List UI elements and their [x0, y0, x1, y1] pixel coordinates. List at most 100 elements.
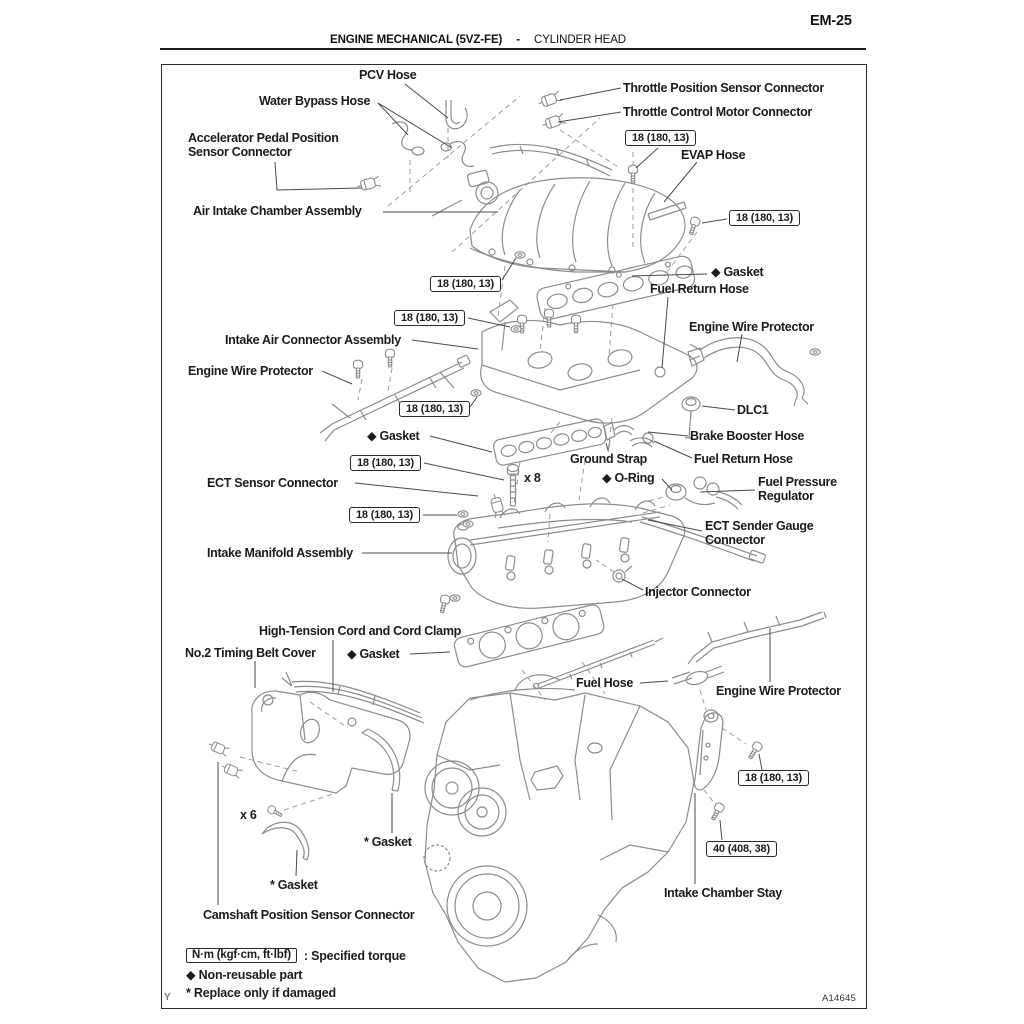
torque-spec-box: 18 (180, 13) — [729, 210, 800, 226]
label-no2-timing-belt-cover: No.2 Timing Belt Cover — [185, 646, 316, 660]
header-section: ENGINE MECHANICAL (5VZ-FE) — [330, 34, 503, 46]
accelerator-pedal-position-sensor-connector-drawing — [355, 175, 382, 193]
pcv-hose-drawing — [445, 100, 468, 130]
label-fuel-return-hose: Fuel Return Hose — [694, 452, 793, 466]
fuel-hose-drawing — [671, 665, 725, 686]
fuel-pressure-regulator-drawing — [665, 476, 743, 510]
nut-icon — [457, 510, 469, 518]
bolt-icon — [745, 739, 764, 762]
torque-spec-box: 18 (180, 13) — [394, 310, 465, 326]
label-intake-chamber-stay: Intake Chamber Stay — [664, 886, 782, 900]
label-ect-sender-gauge-connector: ECT Sender Gauge Connector — [705, 519, 814, 547]
label-gasket-replaceable: * Gasket — [364, 835, 412, 849]
label-dlc1: DLC1 — [737, 403, 769, 417]
throttle-control-motor-connector-drawing — [540, 112, 567, 131]
bolt-icon — [352, 359, 364, 379]
label-engine-wire-protector: Engine Wire Protector — [689, 320, 814, 334]
fuel-return-hose-clamp-drawing — [654, 366, 666, 378]
label-intake-manifold-assembly: Intake Manifold Assembly — [207, 546, 353, 560]
header-subsection: CYLINDER HEAD — [533, 34, 626, 46]
legend: N·m (kgf·cm, ft·lbf) : Specified torque … — [186, 948, 406, 1000]
label-accelerator-pedal-position-sensor-connector: Accelerator Pedal Position Sensor Connec… — [188, 131, 339, 159]
ect-sender-gauge-wire-drawing — [639, 516, 766, 564]
bent-hose-gasket-drawing — [261, 821, 310, 861]
intake-air-connector-drawing — [480, 299, 705, 424]
label-x6-count: x 6 — [240, 808, 257, 822]
label-injector-connector: Injector Connector — [645, 585, 751, 599]
torque-unit-box: N·m (kgf·cm, ft·lbf) — [186, 948, 297, 963]
bolt-icon — [686, 215, 702, 237]
label-throttle-position-sensor-connector: Throttle Position Sensor Connector — [623, 81, 824, 95]
injector-connector-drawing — [612, 565, 633, 583]
legend-non-reusable: ◆ Non-reusable part — [186, 968, 303, 982]
intake-manifold-drawing — [447, 497, 686, 609]
torque-spec-box: 40 (408, 38) — [706, 841, 777, 857]
bolt-icon — [543, 308, 555, 328]
torque-spec-box: 18 (180, 13) — [738, 770, 809, 786]
intake-chamber-stay-drawing — [693, 709, 724, 791]
nut-icon — [514, 251, 526, 259]
long-bolt-drawing — [506, 463, 520, 507]
label-brake-booster-hose: Brake Booster Hose — [690, 429, 805, 443]
torque-spec-box: 18 (180, 13) — [350, 455, 421, 471]
air-intake-chamber-drawing — [431, 143, 686, 274]
throttle-position-sensor-connector-drawing — [536, 90, 563, 110]
torque-spec-box: 18 (180, 13) — [399, 401, 470, 417]
dlc1-drawing — [681, 396, 701, 439]
nut-icon — [470, 389, 482, 397]
torque-spec-box: 18 (180, 13) — [349, 507, 420, 523]
fuel-return-hose-clamp-drawing — [642, 432, 654, 444]
label-gasket: ◆ Gasket — [367, 429, 420, 443]
bolt-icon — [384, 348, 396, 368]
cover-gasket-strip-drawing — [361, 728, 401, 792]
bolt-icon — [708, 801, 726, 823]
label-ect-sensor-connector: ECT Sensor Connector — [207, 476, 338, 490]
evap-hose-drawing — [647, 201, 687, 221]
water-bypass-hose-drawing — [391, 121, 475, 167]
brake-booster-hose-drawing — [613, 424, 655, 448]
intake-chamber-gasket-drawing — [536, 255, 696, 320]
page-code: EM-25 — [810, 13, 852, 29]
bolt-icon — [436, 593, 452, 615]
high-tension-cord-drawing — [281, 671, 425, 724]
bolt-icon — [570, 314, 582, 334]
cylinder-head-gasket-drawing — [453, 604, 605, 668]
label-gasket: ◆ Gasket — [711, 265, 764, 279]
nut-icon — [809, 348, 821, 356]
legend-replace-if-damaged: * Replace only if damaged — [186, 986, 336, 1000]
label-camshaft-position-sensor-connector: Camshaft Position Sensor Connector — [203, 908, 415, 922]
label-o-ring: ◆ O-Ring — [602, 471, 655, 485]
label-evap-hose: EVAP Hose — [681, 148, 746, 162]
label-pcv-hose: PCV Hose — [359, 68, 417, 82]
label-fuel-return-hose: Fuel Return Hose — [650, 282, 749, 296]
nut-icon — [449, 594, 461, 602]
header-separator: - — [516, 34, 520, 46]
nut-icon — [462, 520, 474, 528]
intake-manifold-gasket-drawing — [493, 418, 607, 466]
camshaft-position-sensor-connector-drawing — [206, 739, 231, 758]
label-fuel-pressure-regulator: Fuel Pressure Regulator — [758, 475, 837, 503]
torque-spec-box: 18 (180, 13) — [625, 130, 696, 146]
label-gasket: ◆ Gasket — [347, 647, 400, 661]
torque-unit-description: : Specified torque — [303, 948, 406, 963]
label-water-bypass-hose: Water Bypass Hose — [259, 94, 371, 108]
figure-id: A14645 — [822, 993, 856, 1004]
label-throttle-control-motor-connector: Throttle Control Motor Connector — [623, 105, 812, 119]
label-engine-wire-protector: Engine Wire Protector — [188, 364, 313, 378]
page-header: ENGINE MECHANICAL (5VZ-FE) - CYLINDER HEAD — [330, 34, 626, 46]
timing-belt-cover-drawing — [251, 690, 411, 794]
label-intake-air-connector-assembly: Intake Air Connector Assembly — [225, 333, 401, 347]
label-gasket-replaceable: * Gasket — [270, 878, 318, 892]
engine-block-drawing — [423, 674, 695, 983]
bolt-icon — [266, 804, 284, 820]
nut-icon — [510, 325, 522, 333]
torque-spec-box: 18 (180, 13) — [430, 276, 501, 292]
label-x8-count: x 8 — [524, 471, 541, 485]
camshaft-position-sensor-connector-drawing — [219, 761, 244, 780]
engine-wire-protector-left-drawing — [319, 354, 471, 442]
label-engine-wire-protector: Engine Wire Protector — [716, 684, 841, 698]
engine-wire-protector-bracket-drawing — [687, 611, 827, 665]
engine-wire-protector-right-drawing — [689, 337, 809, 407]
